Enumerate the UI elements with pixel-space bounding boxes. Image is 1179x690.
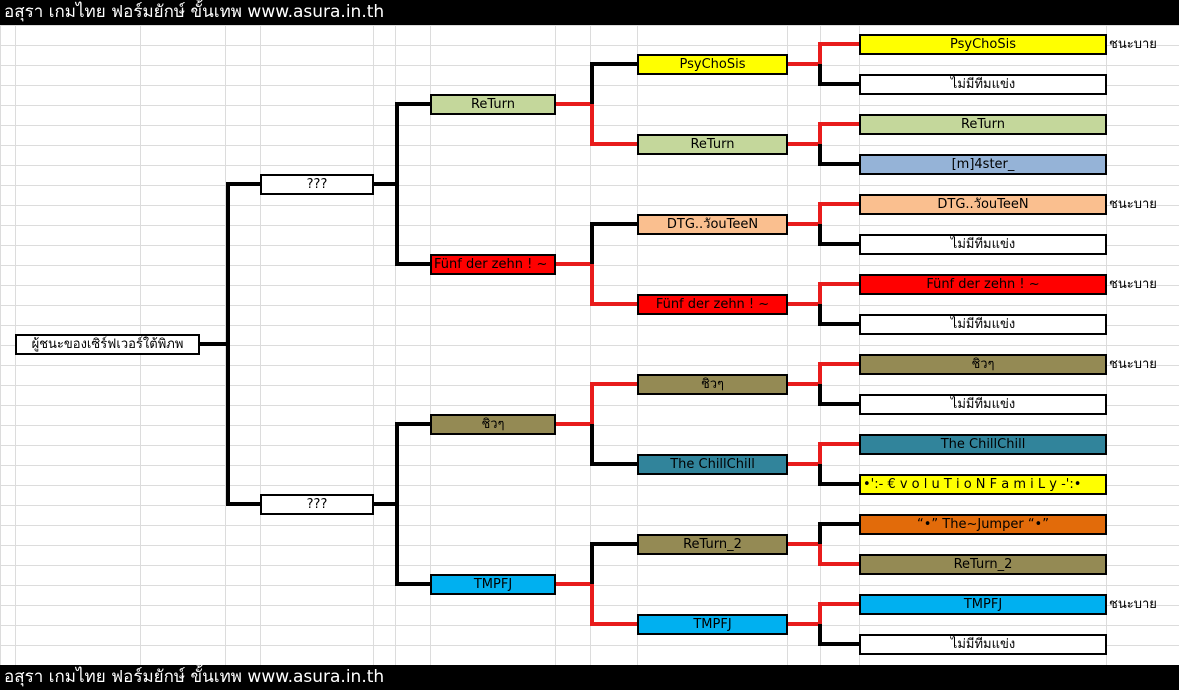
entrant-box: •':- € v o l u T i o N F a m i L y -':•	[859, 474, 1107, 495]
entrant-box: ไม่มีทีมแข่ง	[859, 634, 1107, 655]
winner-connector	[556, 382, 637, 426]
round-of-16-slot: ชิวๆ	[637, 374, 788, 395]
bracket-connector	[395, 422, 430, 586]
bracket-connector	[590, 222, 637, 264]
bracket-connector	[818, 64, 859, 86]
bracket-connector	[590, 62, 637, 104]
entrant-box: [m]4ster_	[859, 154, 1107, 175]
grid-column-line	[787, 25, 788, 665]
entrant-box: ReTurn_2	[859, 554, 1107, 575]
winner-connector	[788, 42, 859, 66]
champion-box: ผู้ชนะของเซิร์ฟเวอร์ใต้พิภพ	[15, 334, 200, 355]
entrant-box: ไม่มีทีมแข่ง	[859, 74, 1107, 95]
bracket-connector	[818, 384, 859, 406]
bracket-connector	[226, 182, 260, 506]
winner-connector	[788, 362, 859, 386]
quarterfinal-slot: ReTurn	[430, 94, 556, 115]
entrant-box: TMPFJ	[859, 594, 1107, 615]
round-of-16-slot: TMPFJ	[637, 614, 788, 635]
entrant-box: “•” The~Jumper “•”	[859, 514, 1107, 535]
entrant-box: The ChillChill	[859, 434, 1107, 455]
bracket-connector	[818, 304, 859, 326]
bye-note: ชนะบาย	[1109, 597, 1157, 612]
winner-connector	[556, 102, 637, 146]
bracket-connector	[818, 522, 859, 544]
header-banner: อสุรา เกมไทย ฟอร์มยักษ์ ขั้นเทพ www.asur…	[0, 0, 1179, 25]
grid-column-line	[430, 25, 431, 665]
entrant-box: DTG..วัouTeeN	[859, 194, 1107, 215]
bracket-connector	[818, 224, 859, 246]
footer-banner: อสุรา เกมไทย ฟอร์มยักษ์ ขั้นเทพ www.asur…	[0, 665, 1179, 690]
semifinal-slot: ???	[260, 174, 374, 195]
winner-connector	[788, 442, 859, 466]
winner-connector	[788, 602, 859, 626]
entrant-box: Fünf der zehn ! ~	[859, 274, 1107, 295]
grid-column-line	[395, 25, 396, 665]
bracket-connector	[590, 542, 637, 584]
round-of-16-slot: DTG..วัouTeeN	[637, 214, 788, 235]
winner-connector	[788, 202, 859, 226]
grid-column-line	[590, 25, 591, 665]
bye-note: ชนะบาย	[1109, 357, 1157, 372]
entrant-box: ไม่มีทีมแข่ง	[859, 234, 1107, 255]
winner-connector	[556, 262, 637, 306]
bracket-connector	[818, 144, 859, 166]
bracket-connector	[590, 424, 637, 466]
winner-connector	[788, 282, 859, 306]
entrant-box: ไม่มีทีมแข่ง	[859, 314, 1107, 335]
grid-column-line	[260, 25, 261, 665]
grid-column-line	[555, 25, 556, 665]
winner-connector	[788, 122, 859, 146]
grid-column-line	[820, 25, 821, 665]
quarterfinal-slot: Fünf der zehn ! ~	[430, 254, 556, 275]
quarterfinal-slot: ชิวๆ	[430, 414, 556, 435]
round-of-16-slot: Fünf der zehn ! ~	[637, 294, 788, 315]
round-of-16-slot: The ChillChill	[637, 454, 788, 475]
round-of-16-slot: PsyChoSis	[637, 54, 788, 75]
bracket-connector	[818, 624, 859, 646]
bye-note: ชนะบาย	[1109, 37, 1157, 52]
entrant-box: PsyChoSis	[859, 34, 1107, 55]
bracket-connector	[818, 464, 859, 486]
grid-column-line	[637, 25, 638, 665]
bye-note: ชนะบาย	[1109, 277, 1157, 292]
semifinal-slot: ???	[260, 494, 374, 515]
grid-column-line	[1106, 25, 1107, 665]
entrant-box: ชิวๆ	[859, 354, 1107, 375]
winner-connector	[556, 582, 637, 626]
bye-note: ชนะบาย	[1109, 197, 1157, 212]
entrant-box: ไม่มีทีมแข่ง	[859, 394, 1107, 415]
quarterfinal-slot: TMPFJ	[430, 574, 556, 595]
grid-column-line	[373, 25, 374, 665]
grid-column-line	[859, 25, 860, 665]
round-of-16-slot: ReTurn	[637, 134, 788, 155]
bracket-connector	[395, 102, 430, 266]
entrant-box: ReTurn	[859, 114, 1107, 135]
winner-connector	[788, 542, 859, 566]
round-of-16-slot: ReTurn_2	[637, 534, 788, 555]
